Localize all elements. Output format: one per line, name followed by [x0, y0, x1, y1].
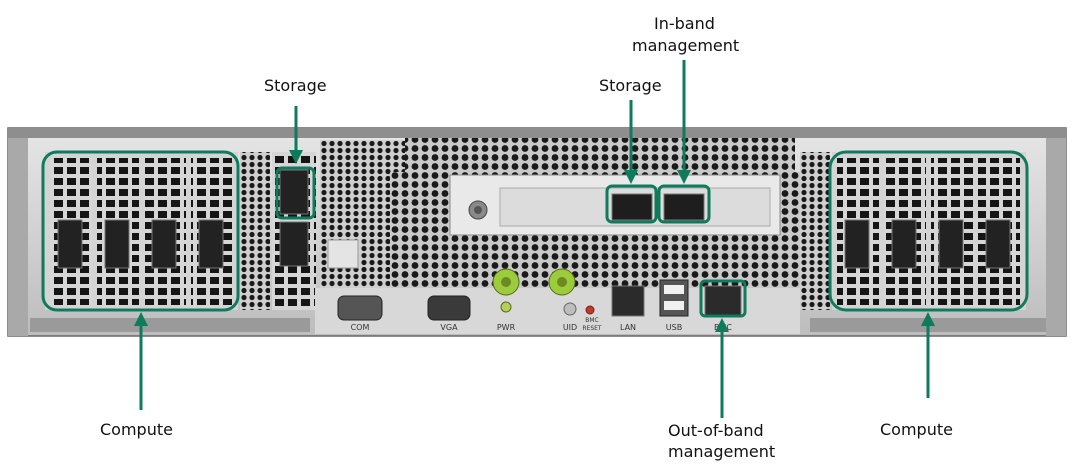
com-port: [337, 295, 383, 321]
vent-panel-left: [240, 152, 270, 310]
com-port-label: COM: [351, 323, 370, 332]
vent-panel-top: [405, 138, 795, 172]
bmc-port: [704, 285, 742, 317]
storage-right-label: Storage: [599, 76, 662, 95]
vga-port: [427, 295, 471, 321]
vga-port-label: VGA: [440, 323, 458, 332]
chassis-top-edge: [8, 128, 1066, 138]
storage-left-highlight: [275, 166, 316, 220]
compute-left-highlight: [41, 150, 240, 312]
uid-label: UID: [563, 323, 577, 332]
compute-cards-right: [837, 158, 1020, 305]
bmc-reset-label-1: BMC: [585, 317, 598, 324]
callout-arrowheads: [134, 150, 935, 332]
storage-port-right: [611, 193, 653, 221]
bracket-mid: [327, 239, 359, 269]
usb-label: USB: [666, 323, 682, 332]
oob-highlight: [699, 279, 747, 318]
inband-label-line2: management: [632, 36, 740, 55]
bmc-reset-label-2: RESET: [582, 325, 602, 332]
callout-overlays: [41, 60, 1029, 418]
lan-port: [611, 285, 645, 317]
storage-right-highlight: [605, 184, 658, 224]
lan-label: LAN: [620, 323, 636, 332]
pwr-led: [500, 301, 512, 313]
storage-port-top: [279, 169, 309, 215]
oob-label-line1: Out-of-band: [668, 421, 764, 440]
compute-left-label: Compute: [100, 420, 173, 439]
pwr-label: PWR: [497, 323, 516, 332]
compute-cards-left: [50, 158, 233, 305]
oob-label-line2: management: [668, 442, 776, 461]
storage-port-bottom: [279, 221, 309, 267]
inband-port: [663, 193, 705, 221]
inband-label-line1: In-band: [654, 14, 715, 33]
vent-panel-right: [800, 152, 830, 310]
compute-right-highlight: [828, 150, 1029, 312]
uid-button: [563, 302, 577, 316]
inband-highlight: [657, 184, 711, 224]
chassis-right-ear: [1046, 138, 1066, 336]
chassis-left-ear: [8, 138, 28, 336]
storage-left-label: Storage: [264, 76, 327, 95]
bmc-reset-button: [585, 305, 595, 315]
compute-right-label: Compute: [880, 420, 953, 439]
